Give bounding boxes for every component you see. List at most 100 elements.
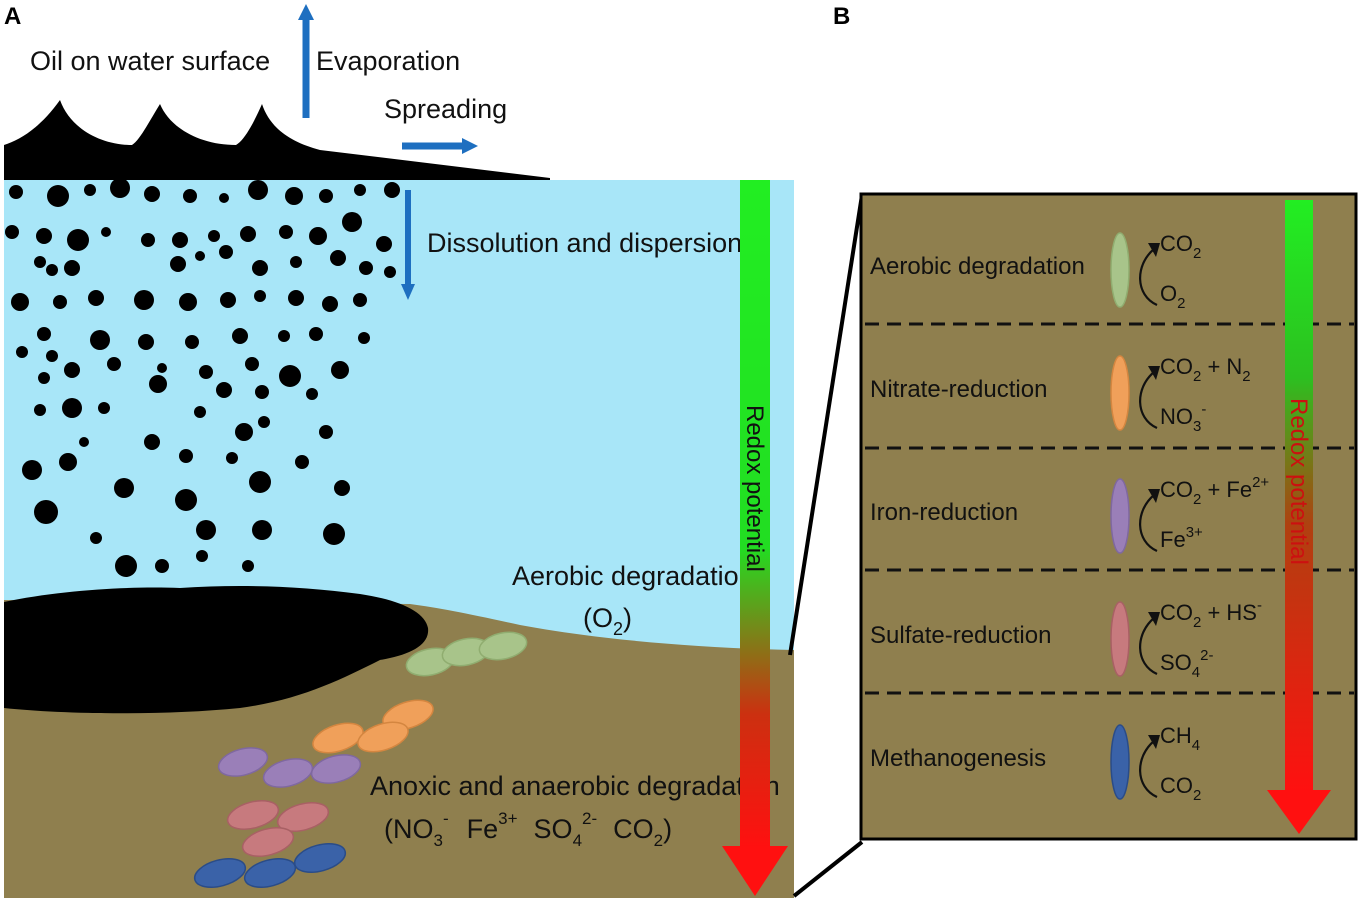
oil-droplet	[144, 186, 160, 202]
oil-droplet	[384, 266, 396, 278]
oil-droplet	[155, 559, 169, 573]
oil-droplet	[38, 372, 50, 384]
panel-a: A Oil on water surface Evaporation Sprea…	[4, 3, 794, 898]
oil-droplet	[175, 489, 197, 511]
oil-droplet	[179, 449, 193, 463]
oil-droplet	[157, 363, 167, 373]
oil-droplet	[59, 453, 77, 471]
panel-a-label: A	[4, 3, 21, 30]
oil-droplet	[16, 346, 28, 358]
oil-droplet	[285, 187, 303, 205]
oil-droplet	[384, 182, 400, 198]
oil-droplet	[90, 330, 110, 350]
anoxic-title: Anoxic and anaerobic degradation	[370, 771, 780, 801]
spreading-arrowhead	[462, 138, 478, 154]
oil-droplet	[34, 500, 58, 524]
redox-arrow-b-shaft	[1285, 200, 1313, 792]
conversion-arrow	[1139, 740, 1158, 799]
oil-droplet	[279, 365, 301, 387]
oil-droplet	[64, 362, 80, 378]
oil-surface-label: Oil on water surface	[30, 46, 270, 76]
redox-arrow-b-head	[1267, 790, 1331, 834]
oil-droplet	[199, 365, 213, 379]
seabed-oil-pool	[4, 586, 429, 714]
oil-droplet	[306, 388, 318, 400]
oil-droplet	[240, 226, 256, 242]
oil-droplet	[309, 327, 323, 341]
oil-droplet	[216, 382, 232, 398]
oil-droplet	[242, 560, 254, 572]
oil-droplet	[34, 404, 46, 416]
oil-droplet	[249, 471, 271, 493]
oil-droplet	[149, 375, 167, 393]
acceptor-formula: O2	[1160, 281, 1185, 312]
oil-droplet	[208, 230, 220, 242]
aerobic-microbes	[405, 631, 528, 677]
conversion-arrowhead	[1148, 489, 1160, 503]
oil-droplet	[279, 225, 293, 239]
oil-droplet	[34, 256, 46, 268]
microbe-cell	[1110, 355, 1130, 431]
surface-oil-slick	[4, 100, 550, 180]
oil-droplet	[98, 402, 110, 414]
redox-label-b: Redox potential	[1285, 398, 1312, 565]
evaporation-label: Evaporation	[316, 46, 460, 76]
zoom-line-bottom	[792, 840, 864, 898]
oil-droplet	[220, 292, 236, 308]
oil-droplet	[342, 212, 362, 232]
aerobic-acceptor: (O2)	[583, 603, 632, 639]
oil-droplets	[5, 178, 400, 577]
oil-droplet	[144, 434, 160, 450]
aerobic-title: Aerobic degradation	[512, 561, 754, 591]
oil-droplet	[9, 185, 23, 199]
conversion-arrow	[1139, 617, 1158, 676]
oil-droplet	[334, 480, 350, 496]
oil-droplet	[37, 327, 51, 341]
oil-droplet	[322, 296, 338, 312]
oil-droplet	[170, 256, 186, 272]
oil-droplet	[47, 185, 69, 207]
oil-droplet	[62, 398, 82, 418]
oil-droplet	[46, 350, 58, 362]
nitrate-microbes	[312, 699, 434, 754]
oil-droplet	[115, 555, 137, 577]
anoxic-species: (NO3-Fe3+SO42-CO2)	[384, 809, 672, 850]
oil-droplet	[252, 520, 272, 540]
oil-droplet	[252, 260, 268, 276]
acceptor-formula: Fe3+	[1160, 524, 1203, 552]
panel-b: B Aerobic degradationCO2O2Nitrate-reduct…	[833, 3, 1358, 841]
oil-droplet	[195, 251, 205, 261]
oil-droplet	[53, 295, 67, 309]
dissolution-arrowhead	[401, 284, 415, 300]
oil-droplet	[194, 406, 206, 418]
oil-droplet	[258, 416, 270, 428]
oil-droplet	[107, 357, 121, 371]
pathway-name: Sulfate-reduction	[870, 622, 1051, 649]
pathway-rows: Aerobic degradationCO2O2Nitrate-reductio…	[870, 231, 1269, 804]
oil-droplet	[319, 425, 333, 439]
acceptor-formula: NO3-	[1160, 401, 1206, 435]
panel-b-label: B	[833, 3, 850, 30]
row-separators	[865, 322, 1354, 695]
oil-droplet	[196, 520, 216, 540]
oil-droplet	[141, 233, 155, 247]
oil-droplet	[295, 455, 309, 469]
oil-droplet	[172, 232, 188, 248]
oil-droplet	[248, 180, 268, 200]
oil-droplet	[254, 290, 266, 302]
evaporation-arrowhead	[298, 4, 314, 20]
oil-droplet	[278, 330, 290, 342]
oil-droplet	[138, 334, 154, 350]
oil-droplet	[67, 229, 89, 251]
oil-droplet	[330, 250, 346, 266]
product-formula: CO2 + N2	[1160, 354, 1251, 385]
oil-droplet	[101, 227, 111, 237]
product-formula: CH4	[1160, 723, 1200, 754]
acceptor-formula: SO42-	[1160, 647, 1213, 681]
product-formula: CO2 + Fe2+	[1160, 474, 1269, 508]
